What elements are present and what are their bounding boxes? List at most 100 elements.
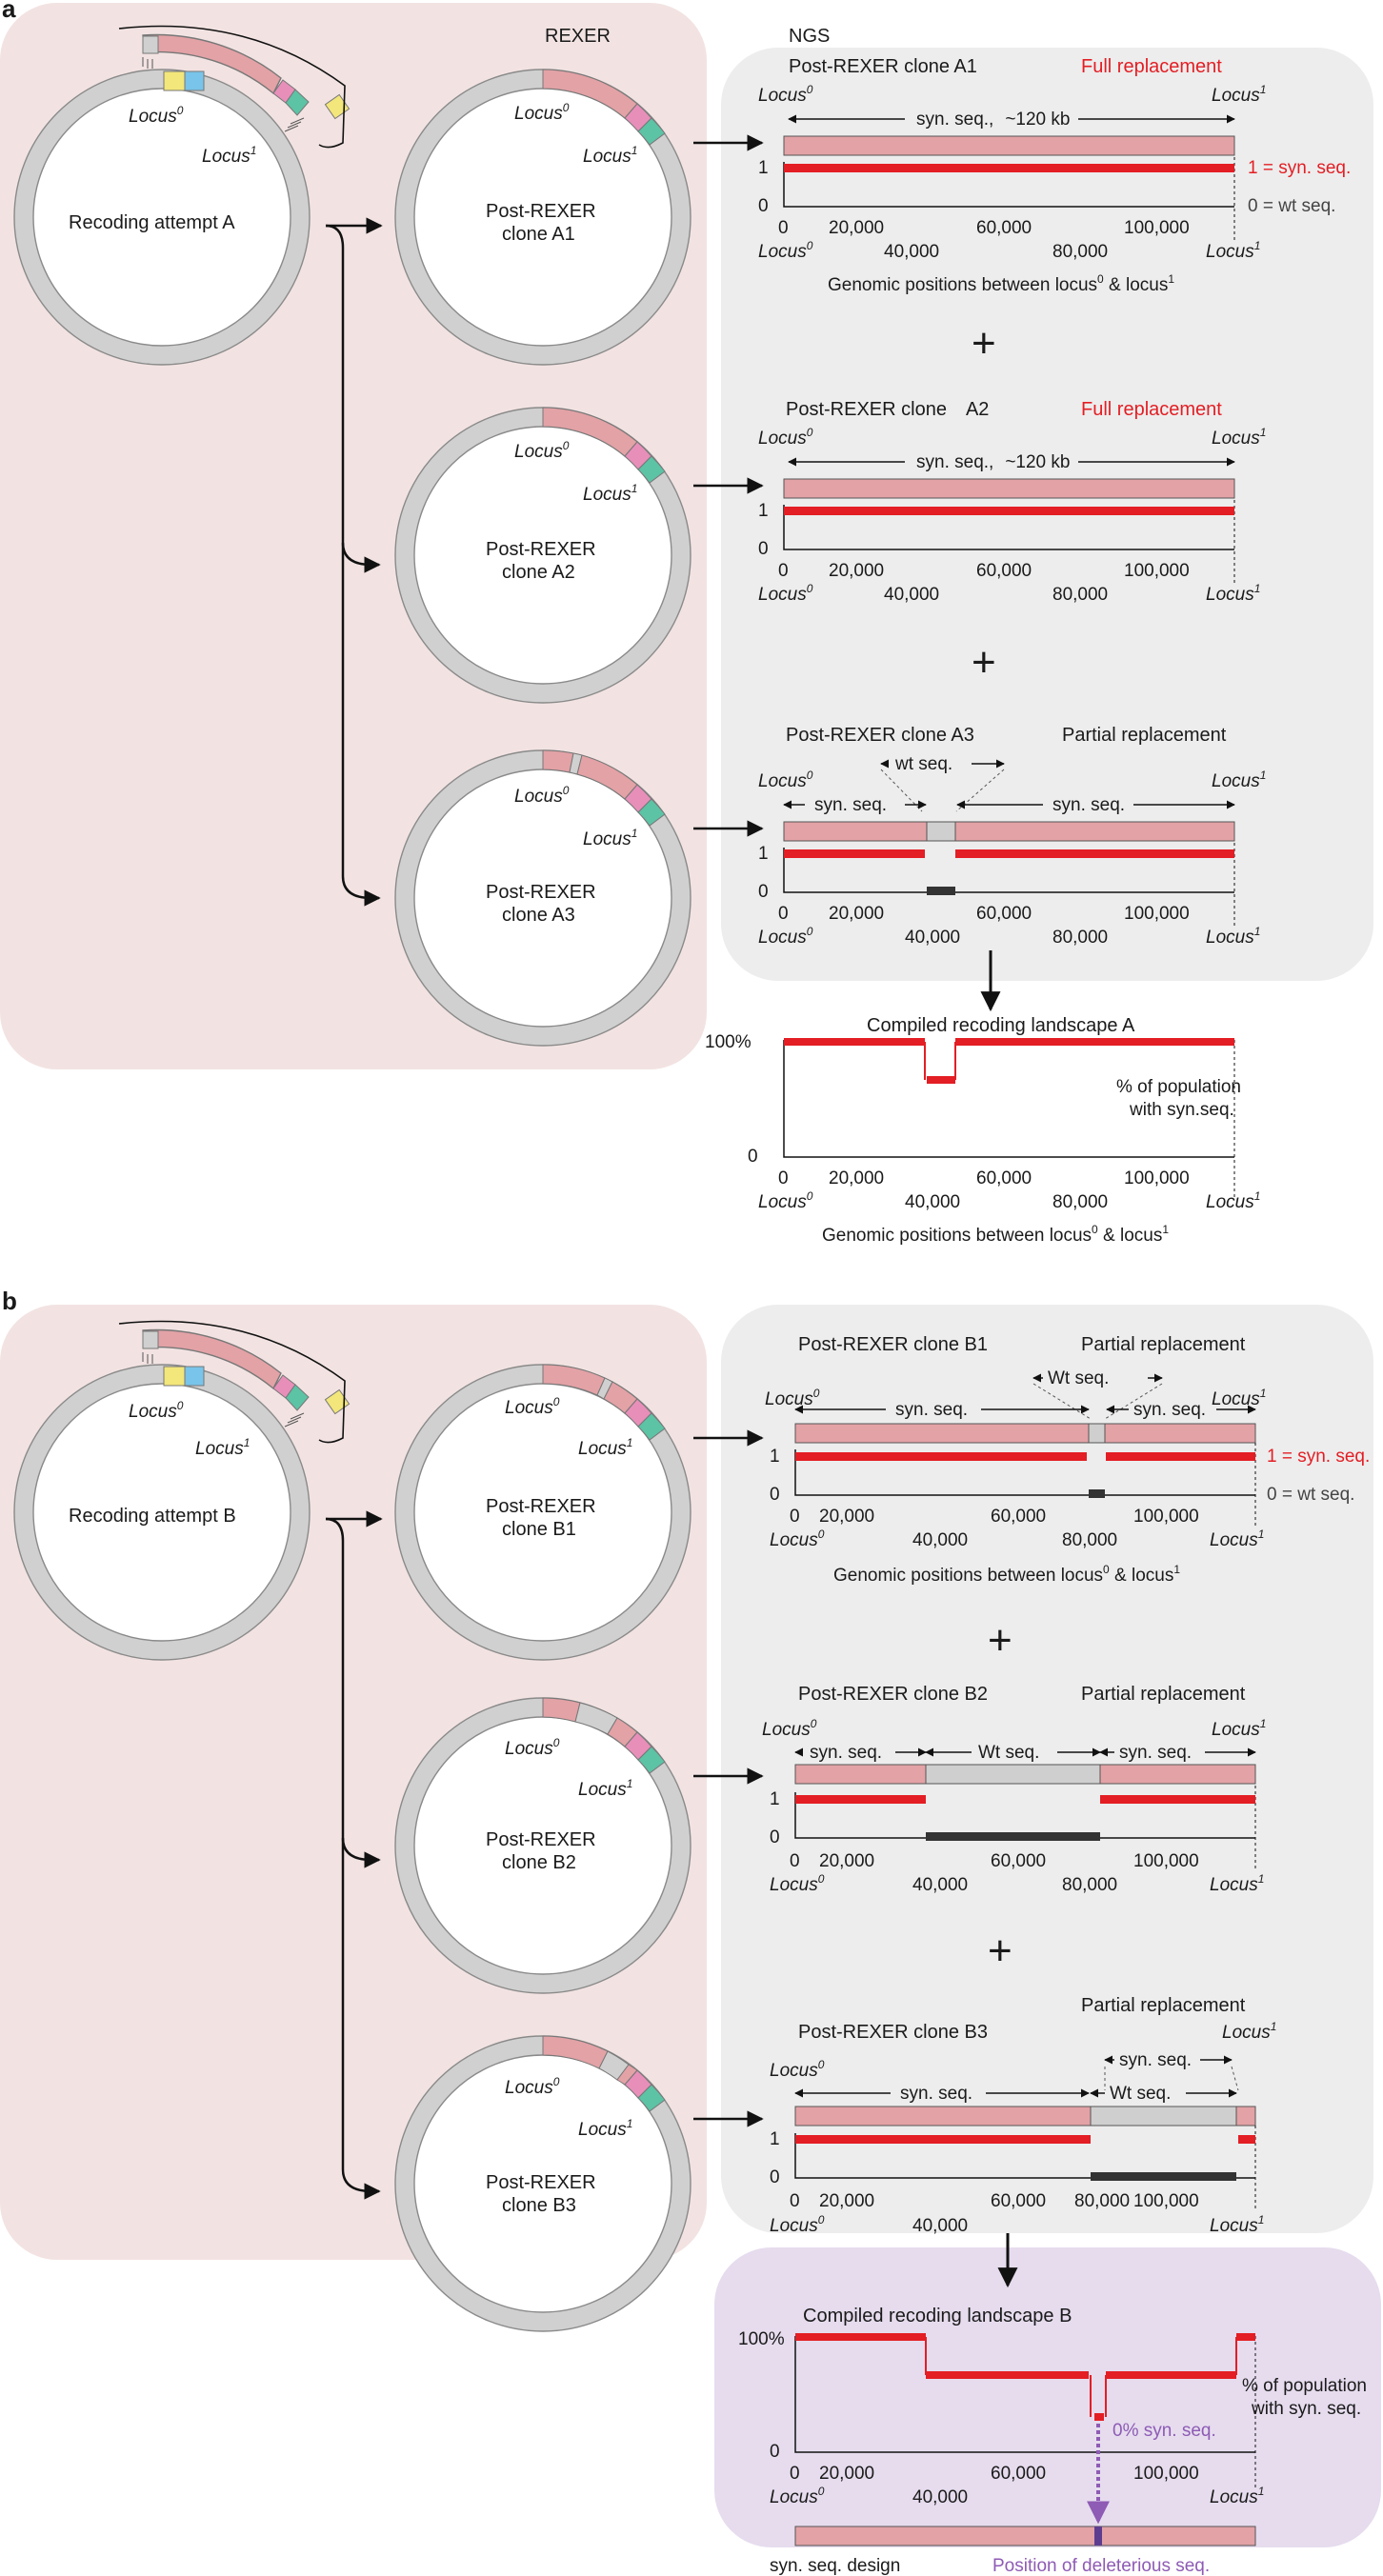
compiled-b-zero-label: 0% syn. seq. xyxy=(1112,2421,1216,2441)
track-a2-seg-label: syn. seq.,~120 kb xyxy=(916,452,1070,472)
legend-b-syn: 1 = syn. seq. xyxy=(1267,1447,1370,1467)
legend-a-syn: 1 = syn. seq. xyxy=(1248,158,1351,178)
compiled-a-tick-0: 0 xyxy=(778,1168,789,1188)
track-b1-status: Partial replacement xyxy=(1081,1334,1246,1355)
track-b1-tick-20k: 20,000 xyxy=(819,1507,874,1527)
attempt-b-locus1: Locus1 xyxy=(195,1436,250,1459)
track-b2-locus0: Locus0 xyxy=(762,1717,817,1740)
compiled-b-signal-3 xyxy=(1106,2371,1236,2379)
clone-a1-label-1: Post-REXER xyxy=(486,201,596,222)
track-a3-axis-locus0: Locus0 xyxy=(758,925,813,948)
compiled-a-note-1: % of population xyxy=(1116,1077,1241,1097)
plus-a-1: + xyxy=(972,320,996,367)
track-a3-title: Post-REXER clone A3 xyxy=(786,725,974,746)
clone-a3-label-1: Post-REXER xyxy=(486,882,596,903)
track-a1-axis-locus0: Locus0 xyxy=(758,239,813,262)
clone-a1-label-2: clone A1 xyxy=(502,224,575,245)
compiled-a-y100: 100% xyxy=(705,1032,752,1052)
track-a1-caption: Genomic positions between locus0 & locus… xyxy=(828,272,1174,295)
track-a1-tick-100k: 100,000 xyxy=(1124,218,1190,238)
track-b1-y1: 1 xyxy=(770,1447,780,1467)
track-b3-locus0: Locus0 xyxy=(770,2058,825,2081)
track-b3-title: Post-REXER clone B3 xyxy=(798,2022,988,2043)
compiled-b-axis-locus1: Locus1 xyxy=(1210,2485,1264,2507)
clone-b2-locus0: Locus0 xyxy=(505,1736,560,1759)
track-a1-tick-80k: 80,000 xyxy=(1052,242,1108,262)
track-b3-bar-syn-1 xyxy=(794,2106,1092,2127)
compiled-a-note-2: with syn.seq. xyxy=(1129,1100,1234,1120)
compiled-a-axis-locus1: Locus1 xyxy=(1206,1189,1260,1212)
track-a1-tick-0: 0 xyxy=(778,218,789,238)
plasmid-clone-a1 xyxy=(394,69,692,366)
track-b2-axis-locus1: Locus1 xyxy=(1210,1872,1264,1895)
plasmid-attempt-b xyxy=(13,1320,351,1661)
track-a2-tick-60k: 60,000 xyxy=(976,561,1032,581)
track-a1-y1: 1 xyxy=(758,158,769,178)
track-a1-seg-label: syn. seq.,~120 kb xyxy=(916,110,1070,130)
clone-a2-locus0: Locus0 xyxy=(514,439,570,462)
track-b1-title: Post-REXER clone B1 xyxy=(798,1334,988,1355)
track-a3-bar-wt xyxy=(926,821,956,842)
track-b3-wt-label: Wt seq. xyxy=(1110,2084,1171,2104)
track-b1-tick-100k: 100,000 xyxy=(1133,1507,1199,1527)
track-a3-bar-syn-2 xyxy=(954,821,1235,842)
track-a2-signal xyxy=(784,507,1234,515)
track-b3-tick-60k: 60,000 xyxy=(991,2191,1046,2211)
track-a1-locus1: Locus1 xyxy=(1212,83,1266,106)
track-b3-signal-2 xyxy=(1238,2135,1255,2144)
compiled-b-title: Compiled recoding landscape B xyxy=(803,2306,1072,2326)
track-b1-tick-60k: 60,000 xyxy=(991,1507,1046,1527)
track-b2-locus1: Locus1 xyxy=(1212,1717,1266,1740)
compiled-b-signal-zero xyxy=(1094,2413,1104,2421)
compiled-a-tick-40k: 40,000 xyxy=(905,1192,960,1212)
track-b1-tick-80k: 80,000 xyxy=(1062,1530,1117,1550)
track-b1-signal-2 xyxy=(1106,1452,1255,1461)
clone-a3-locus0: Locus0 xyxy=(514,784,570,807)
track-b2-title: Post-REXER clone B2 xyxy=(798,1684,988,1705)
clone-b1-label-1: Post-REXER xyxy=(486,1496,596,1517)
design-bar-deleterious xyxy=(1094,2526,1102,2546)
track-b2-bar-wt xyxy=(925,1764,1101,1785)
track-b3-bar-syn-2 xyxy=(1235,2106,1256,2127)
clone-b1-label-2: clone B1 xyxy=(502,1519,576,1540)
compiled-a-signal-2 xyxy=(955,1038,1234,1046)
compiled-b-tick-40k: 40,000 xyxy=(912,2487,968,2507)
track-b2-signal-0 xyxy=(926,1832,1100,1841)
track-a1-tick-40k: 40,000 xyxy=(884,242,939,262)
track-a3-tick-100k: 100,000 xyxy=(1124,904,1190,924)
track-b2-bar-syn-1 xyxy=(794,1764,927,1785)
track-a1-locus0: Locus0 xyxy=(758,83,813,106)
track-a1-status: Full replacement xyxy=(1081,56,1222,77)
plasmid-attempt-a xyxy=(13,25,351,366)
track-b1-syn-label-1: syn. seq. xyxy=(895,1400,968,1420)
track-b3-locus1-top: Locus1 xyxy=(1222,2020,1276,2043)
clone-b2-label-2: clone B2 xyxy=(502,1852,576,1873)
track-b1-tick-0: 0 xyxy=(790,1507,800,1527)
track-a2-y0: 0 xyxy=(758,539,769,559)
compiled-a-caption: Genomic positions between locus0 & locus… xyxy=(822,1223,1169,1246)
track-b2-bar-syn-2 xyxy=(1099,1764,1256,1785)
track-b3-signal-0 xyxy=(1091,2172,1236,2181)
track-b2-status: Partial replacement xyxy=(1081,1684,1246,1705)
track-a2-y1: 1 xyxy=(758,501,769,521)
track-b1-wt-label: Wt seq. xyxy=(1048,1368,1109,1388)
track-b1-axis-locus1: Locus1 xyxy=(1210,1528,1264,1550)
compiled-a-y0: 0 xyxy=(748,1147,758,1167)
track-a2-tick-80k: 80,000 xyxy=(1052,585,1108,605)
plasmid-clone-b2 xyxy=(394,1697,692,1994)
clone-b2-label-1: Post-REXER xyxy=(486,1829,596,1850)
track-b1-bar-wt xyxy=(1088,1423,1106,1444)
track-a3-signal-0 xyxy=(927,887,955,895)
track-b1-syn-label-2: syn. seq. xyxy=(1133,1400,1206,1420)
track-a1-tick-60k: 60,000 xyxy=(976,218,1032,238)
compiled-b-note-1: % of population xyxy=(1242,2376,1367,2396)
track-a2-locus0: Locus0 xyxy=(758,426,813,449)
compiled-a-signal-dip xyxy=(927,1076,955,1084)
compiled-a-signal-1 xyxy=(784,1038,925,1046)
compiled-b-tick-20k: 20,000 xyxy=(819,2464,874,2484)
track-a3-axis-locus1: Locus1 xyxy=(1206,925,1260,948)
track-b1-caption: Genomic positions between locus0 & locus… xyxy=(833,1563,1180,1586)
track-a2-bar xyxy=(783,478,1235,499)
track-b3-tick-80k: 80,000 xyxy=(1074,2191,1130,2211)
